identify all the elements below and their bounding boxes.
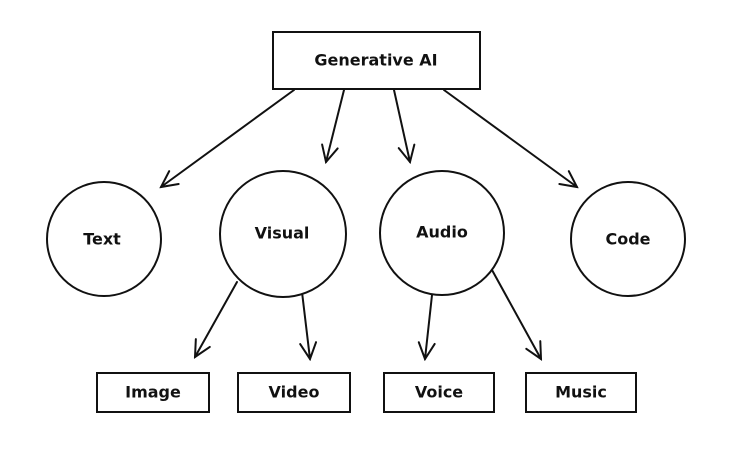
root-node-box bbox=[272, 31, 481, 90]
subcategory-image-label: Image bbox=[125, 383, 181, 402]
edge-visual-to-image bbox=[195, 281, 238, 357]
category-node-audio: Audio bbox=[379, 170, 505, 296]
root-node-label: Generative AI bbox=[314, 51, 437, 70]
category-node-visual: Visual bbox=[219, 170, 347, 298]
category-text-label: Text bbox=[83, 230, 121, 249]
edge-root-to-text bbox=[161, 89, 295, 187]
category-audio-label: Audio bbox=[416, 223, 468, 242]
category-node-text: Text bbox=[46, 181, 162, 297]
edge-audio-to-music bbox=[491, 269, 541, 359]
category-audio-circle bbox=[379, 170, 505, 296]
subcategory-node-music: Music bbox=[525, 372, 637, 413]
subcategory-voice-label: Voice bbox=[415, 383, 463, 402]
edge-root-to-code bbox=[443, 89, 577, 187]
subcategory-node-voice: Voice bbox=[383, 372, 495, 413]
subcategory-node-video: Video bbox=[237, 372, 351, 413]
subcategory-image-box bbox=[96, 372, 210, 413]
subcategory-video-box bbox=[237, 372, 351, 413]
edge-root-to-audio bbox=[393, 89, 410, 162]
edge-root-to-visual bbox=[326, 89, 345, 162]
subcategory-music-label: Music bbox=[555, 383, 607, 402]
category-visual-label: Visual bbox=[255, 224, 310, 243]
category-code-circle bbox=[570, 181, 686, 297]
category-node-code: Code bbox=[570, 181, 686, 297]
root-node: Generative AI bbox=[272, 31, 481, 90]
subcategory-node-image: Image bbox=[96, 372, 210, 413]
category-visual-circle bbox=[219, 170, 347, 298]
category-text-circle bbox=[46, 181, 162, 297]
edge-audio-to-voice bbox=[425, 294, 432, 359]
subcategory-voice-box bbox=[383, 372, 495, 413]
edge-visual-to-video bbox=[302, 291, 310, 359]
category-code-label: Code bbox=[605, 230, 650, 249]
subcategory-music-box bbox=[525, 372, 637, 413]
subcategory-video-label: Video bbox=[269, 383, 320, 402]
